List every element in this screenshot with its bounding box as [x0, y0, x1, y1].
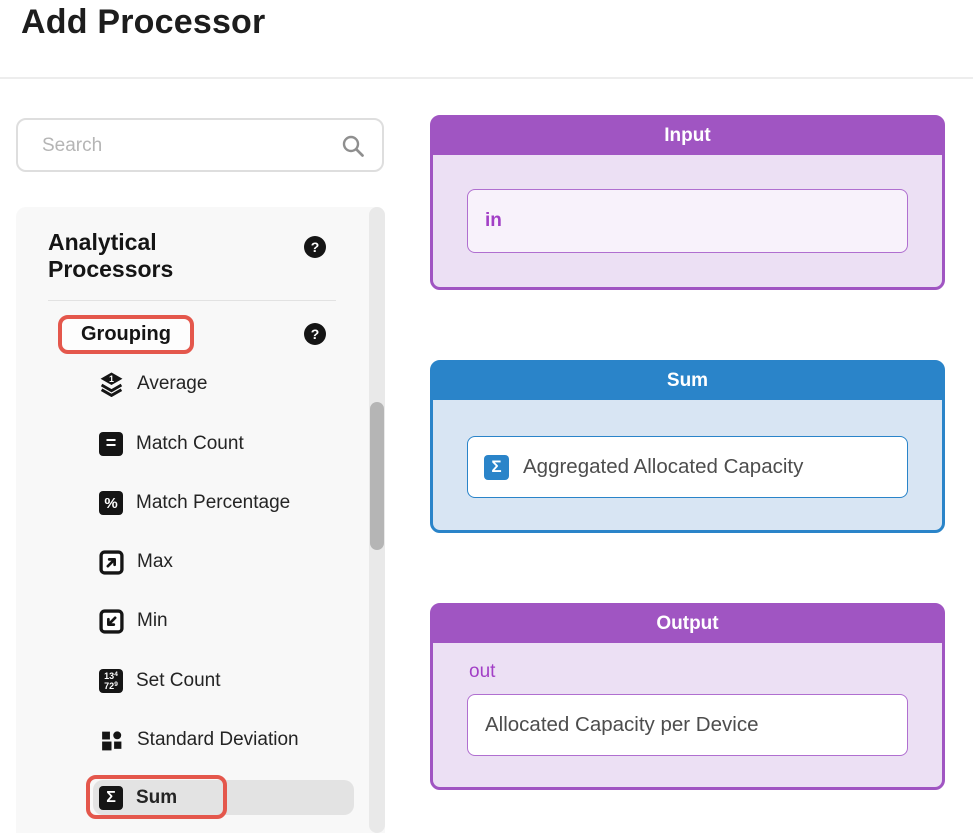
- sum-node-header: Sum: [432, 362, 943, 400]
- sum-sigma-icon: Σ: [99, 785, 123, 810]
- header-divider: [0, 77, 973, 79]
- grouping-category-label[interactable]: Grouping: [81, 323, 171, 345]
- question-mark-glyph: ?: [310, 239, 320, 255]
- input-node: Input in: [430, 115, 945, 290]
- sidebar-item-label: Min: [137, 610, 168, 631]
- output-node: Output out: [430, 603, 945, 790]
- output-port-label: out: [469, 661, 496, 682]
- search-input[interactable]: [40, 120, 334, 172]
- sidebar-item-label: Average: [137, 373, 208, 394]
- processor-flow-diagram: Input in Sum Σ Aggregated Allocated Capa…: [430, 0, 945, 833]
- sidebar-scrollbar-thumb[interactable]: [370, 402, 384, 550]
- page-title: Add Processor: [21, 3, 266, 41]
- sidebar-divider: [48, 300, 336, 301]
- sum-aggregation-field[interactable]: Σ Aggregated Allocated Capacity: [467, 436, 908, 498]
- grouping-highlight-annotation: Grouping: [58, 315, 194, 354]
- match-percentage-icon: %: [99, 491, 123, 515]
- input-port-field[interactable]: in: [467, 189, 908, 253]
- sidebar-item-max[interactable]: Max: [93, 544, 354, 580]
- min-icon: [99, 608, 124, 634]
- output-name-field[interactable]: [467, 694, 908, 756]
- sidebar-item-min[interactable]: Min: [93, 603, 354, 639]
- sidebar-item-label: Max: [137, 551, 173, 572]
- help-icon-analytical-processors[interactable]: ?: [304, 236, 326, 258]
- sigma-badge-icon: Σ: [484, 454, 509, 480]
- standard-deviation-icon: [102, 730, 122, 750]
- match-count-equals-icon: =: [99, 432, 123, 456]
- question-mark-glyph: ?: [310, 326, 320, 342]
- sidebar-heading: Analytical Processors: [48, 229, 174, 282]
- input-node-header: Input: [432, 117, 943, 155]
- average-icon: 1: [100, 372, 123, 397]
- svg-text:1: 1: [109, 374, 114, 384]
- sidebar-item-label: Set Count: [136, 670, 221, 691]
- sidebar-item-label: Standard Deviation: [137, 729, 299, 750]
- output-node-header: Output: [432, 605, 943, 643]
- processor-list-panel: Analytical Processors ? Grouping ? 1 Ave…: [16, 207, 385, 833]
- search-box[interactable]: [16, 118, 384, 172]
- sidebar-item-sum[interactable]: Σ Sum: [86, 775, 354, 819]
- sidebar-item-label: Match Count: [136, 433, 244, 454]
- sidebar-item-match-percentage[interactable]: % Match Percentage: [93, 485, 354, 521]
- sidebar-item-standard-deviation[interactable]: Standard Deviation: [93, 722, 354, 758]
- sum-field-value: Aggregated Allocated Capacity: [523, 455, 804, 478]
- max-icon: [99, 549, 124, 575]
- help-icon-grouping[interactable]: ?: [304, 323, 326, 345]
- sidebar-item-label: Match Percentage: [136, 492, 291, 513]
- sidebar-item-label: Sum: [136, 786, 178, 808]
- sum-node: Sum Σ Aggregated Allocated Capacity: [430, 360, 945, 533]
- sidebar-item-match-count[interactable]: = Match Count: [93, 426, 354, 462]
- sidebar-item-average[interactable]: 1 Average: [93, 366, 354, 402]
- search-icon: [342, 135, 364, 157]
- sidebar-scrollbar-track[interactable]: [369, 207, 385, 833]
